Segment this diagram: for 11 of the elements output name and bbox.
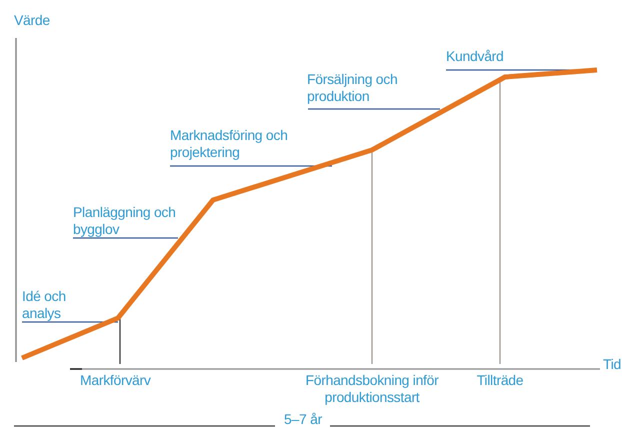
phase-label: Idé och analys (22, 288, 67, 322)
milestone-label: Tillträde (476, 372, 524, 389)
axis-label: Värde (14, 12, 51, 29)
phase-label: Planläggning och bygglov (73, 204, 177, 238)
phase-label: Marknadsföring och projektering (170, 127, 289, 161)
phase-label: Kundvård (446, 48, 505, 65)
milestone-label: Markförvärv (80, 372, 152, 389)
phase-label: Försäljning och produktion (307, 71, 398, 105)
axis-label: Tid (603, 356, 622, 373)
milestone-label: Förhandsbokning inför produktionsstart (304, 372, 440, 406)
duration-label: 5–7 år (283, 411, 323, 428)
